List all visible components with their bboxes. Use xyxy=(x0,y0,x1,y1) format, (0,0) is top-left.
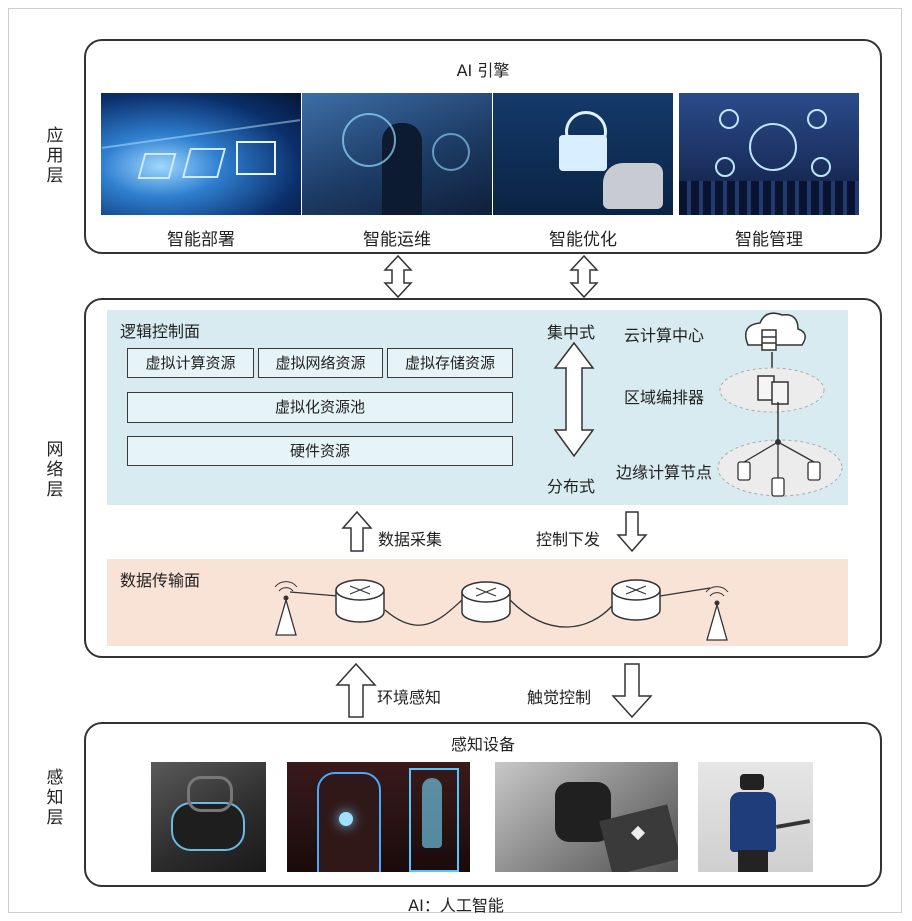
haptic-control-label: 触觉控制 xyxy=(527,688,592,707)
environment-sensing-label: 环境感知 xyxy=(377,688,442,707)
haptic-glove-image xyxy=(151,762,266,872)
regional-orchestrator-label: 区域编排器 xyxy=(624,388,705,407)
control-plane-title: 逻辑控制面 xyxy=(120,322,201,341)
caption-smart-manage: 智能管理 xyxy=(735,230,803,250)
virtual-storage-box: 虚拟存储资源 xyxy=(387,348,513,378)
haptic-controller-image xyxy=(495,762,678,872)
antenna-right xyxy=(705,586,729,641)
virtual-resource-pool-box: 虚拟化资源池 xyxy=(127,392,513,423)
antenna-left xyxy=(274,581,298,636)
data-collection-label: 数据采集 xyxy=(378,530,443,549)
caption-smart-ops: 智能运维 xyxy=(363,230,431,250)
edge-node-label: 边缘计算节点 xyxy=(616,463,713,482)
control-dispatch-label: 控制下发 xyxy=(536,530,601,549)
vr-suit-image xyxy=(698,762,813,872)
router-1 xyxy=(335,579,385,623)
caption-smart-deploy: 智能部署 xyxy=(167,230,235,250)
cloud-center-label: 云计算中心 xyxy=(624,326,705,345)
distributed-label: 分布式 xyxy=(547,477,596,496)
operations-image xyxy=(302,93,492,215)
data-plane-title: 数据传输面 xyxy=(120,571,201,590)
layer-label-application: 应用层 xyxy=(46,126,64,186)
figure-frame xyxy=(8,8,902,913)
edge-device-icons xyxy=(737,461,821,497)
application-panel: AI 引擎 智能部署 智能运维 智能优化 智能管理 xyxy=(84,39,882,254)
deploy-image xyxy=(101,93,301,215)
optimization-image xyxy=(493,93,673,215)
virtual-compute-box: 虚拟计算资源 xyxy=(127,348,254,378)
router-2 xyxy=(461,581,511,623)
footnote: AI：人工智能 xyxy=(408,896,504,915)
haptic-suit-image xyxy=(287,762,470,872)
hardware-resource-box: 硬件资源 xyxy=(127,436,513,466)
data-plane-links xyxy=(289,587,711,628)
layer-label-perception: 感知层 xyxy=(46,768,64,828)
data-collection-arrow xyxy=(341,510,373,552)
edge-links xyxy=(743,441,815,478)
centralized-label: 集中式 xyxy=(547,323,596,342)
layer-label-network: 网络层 xyxy=(46,440,64,500)
perception-panel: 感知设备 xyxy=(84,722,882,887)
double-arrow-left xyxy=(383,254,413,299)
control-dispatch-arrow xyxy=(616,511,648,553)
haptic-control-arrow xyxy=(611,663,653,719)
management-image xyxy=(679,93,859,215)
perception-devices-title: 感知设备 xyxy=(450,735,515,754)
double-arrow-right xyxy=(569,254,599,299)
virtual-network-box: 虚拟网络资源 xyxy=(258,348,383,378)
caption-smart-optimize: 智能优化 xyxy=(549,230,617,250)
cloud-icon xyxy=(745,312,806,351)
router-3 xyxy=(611,579,661,621)
server-icon xyxy=(757,375,789,405)
environment-sensing-arrow xyxy=(335,662,377,718)
centralized-distributed-arrow xyxy=(553,341,595,458)
ai-engine-title: AI 引擎 xyxy=(456,61,510,80)
